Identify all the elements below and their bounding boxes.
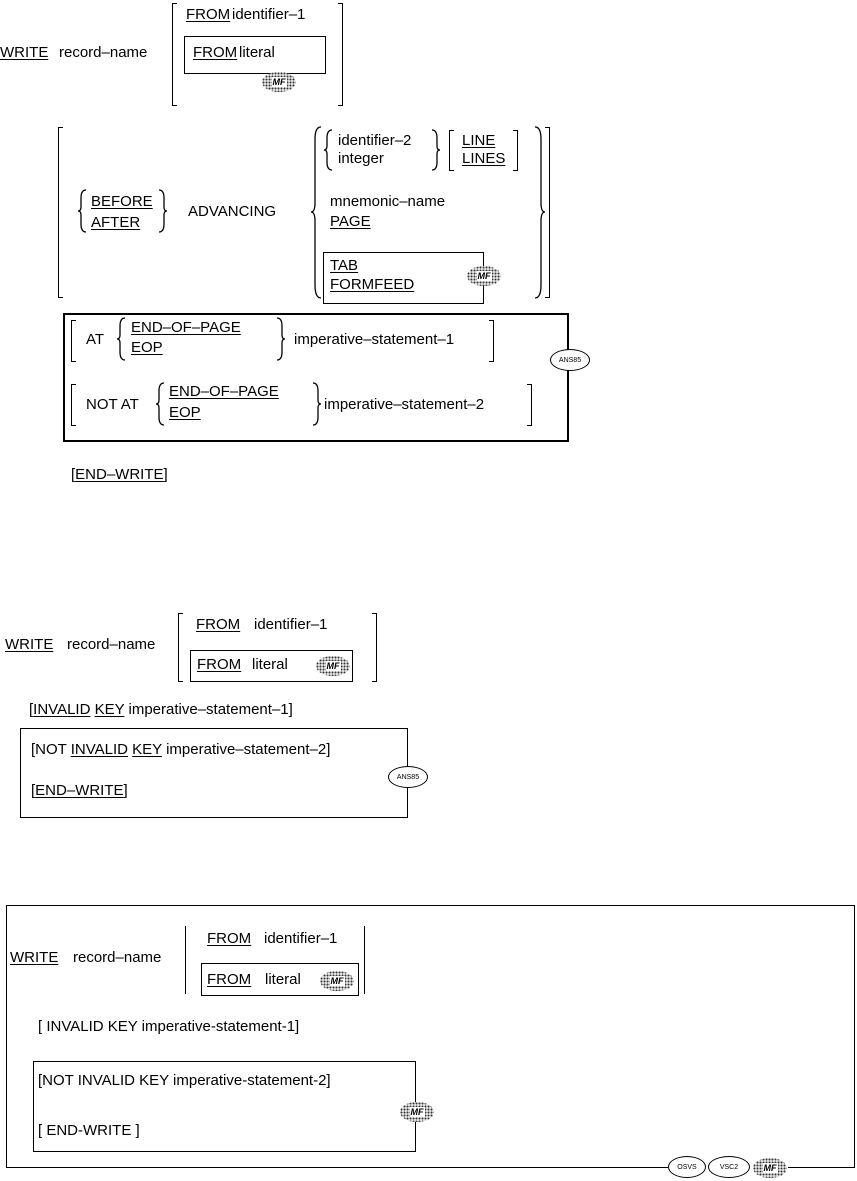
formfeed-keyword: FORMFEED <box>330 276 415 293</box>
identifier-1: identifier–1 <box>254 616 328 633</box>
from-keyword: FROM <box>197 656 242 673</box>
identifier-2: identifier–2 <box>338 132 412 149</box>
end-write-keyword: END–WRITE <box>35 782 124 799</box>
vsc2-badge: VSC2 <box>708 1156 750 1178</box>
right-bar <box>364 926 365 994</box>
outer-box-bottom <box>6 1167 668 1168</box>
literal: literal <box>252 656 288 673</box>
not-at-keyword: NOT AT <box>86 396 139 413</box>
ans85-badge: ANS85 <box>550 349 590 371</box>
literal: literal <box>265 971 301 988</box>
outer-box-top <box>6 905 855 906</box>
left-bracket <box>71 384 76 426</box>
end-write-keyword: END–WRITE <box>75 466 164 483</box>
right-bracket <box>372 613 377 682</box>
not-keyword: NOT <box>35 741 67 758</box>
left-bracket <box>178 613 183 682</box>
end-write-clause: [END–WRITE] <box>71 466 168 483</box>
from-keyword: FROM <box>207 971 252 988</box>
left-brace <box>77 189 87 233</box>
right-brace <box>431 129 441 171</box>
from-literal-box <box>190 650 353 682</box>
left-bar <box>185 926 186 994</box>
from-keyword: FROM <box>186 6 231 23</box>
right-brace <box>534 126 546 299</box>
from-keyword: FROM <box>207 930 252 947</box>
from-keyword: FROM <box>193 44 238 61</box>
left-bracket <box>449 130 454 171</box>
left-bracket <box>172 3 177 106</box>
mf-badge: MF <box>467 266 501 286</box>
invalid-keyword: INVALID <box>70 741 128 758</box>
left-brace <box>155 382 165 426</box>
invalid-key-clause: [INVALID KEY imperative–statement–1] <box>29 701 293 718</box>
identifier-1: identifier–1 <box>232 6 306 23</box>
left-brace <box>310 126 322 299</box>
invalid-keyword: INVALID <box>33 701 91 718</box>
right-bracket <box>489 320 494 362</box>
left-brace <box>323 129 333 171</box>
outer-box-bottom <box>788 1167 855 1168</box>
write-keyword: WRITE <box>10 949 59 966</box>
eop-keyword: EOP <box>169 404 201 421</box>
key-keyword: KEY <box>132 741 162 758</box>
imperative-statement-2: imperative–statement–2 <box>324 396 485 413</box>
end-of-page-keyword: END–OF–PAGE <box>131 319 241 336</box>
write-keyword: WRITE <box>0 44 49 61</box>
right-bracket <box>513 130 518 171</box>
not-invalid-key-clause: [NOT INVALID KEY imperative–statement–2] <box>31 741 331 758</box>
end-write-clause: [ END-WRITE ] <box>38 1122 140 1139</box>
left-bracket <box>71 320 76 362</box>
record-name: record–name <box>73 949 162 966</box>
mf-badge: MF <box>400 1102 434 1122</box>
record-name: record–name <box>67 636 156 653</box>
record-name: record–name <box>59 44 148 61</box>
from-literal-box <box>184 36 326 74</box>
not-invalid-key-clause: [NOT INVALID KEY imperative-statement-2] <box>38 1072 331 1089</box>
from-keyword: FROM <box>196 616 241 633</box>
mf-badge: MF <box>753 1158 787 1178</box>
end-write-clause: [END–WRITE] <box>31 782 128 799</box>
right-bracket <box>527 384 532 426</box>
mf-badge: MF <box>320 971 354 991</box>
left-bracket <box>58 127 63 298</box>
page-keyword: PAGE <box>330 213 371 230</box>
write-keyword: WRITE <box>5 636 54 653</box>
line-keyword: LINE <box>462 132 496 149</box>
right-brace <box>276 317 286 361</box>
outer-box-left <box>6 905 7 1168</box>
imperative-statement-1: imperative–statement–1 <box>294 331 455 348</box>
right-bracket <box>338 3 343 106</box>
at-keyword: AT <box>86 331 105 348</box>
eop-keyword: EOP <box>131 339 163 356</box>
left-brace <box>116 317 126 361</box>
ans85-box <box>63 313 569 442</box>
right-brace <box>312 382 322 426</box>
mf-badge: MF <box>316 656 350 676</box>
after-keyword: AFTER <box>91 214 141 231</box>
imperative-statement-2: imperative–statement–2 <box>166 741 327 758</box>
right-brace <box>158 189 168 233</box>
literal: literal <box>239 44 275 61</box>
identifier-1: identifier–1 <box>264 930 338 947</box>
outer-box-right <box>854 905 855 1168</box>
advancing-keyword: ADVANCING <box>188 203 277 220</box>
tab-keyword: TAB <box>330 257 359 274</box>
key-keyword: KEY <box>94 701 125 718</box>
right-bracket <box>545 127 550 298</box>
imperative-statement-1: imperative–statement–1 <box>128 701 289 718</box>
mf-badge: MF <box>262 72 296 92</box>
mnemonic-name: mnemonic–name <box>330 193 446 210</box>
lines-keyword: LINES <box>462 150 506 167</box>
invalid-key-clause: [ INVALID KEY imperative-statement-1] <box>38 1018 300 1035</box>
integer: integer <box>338 150 384 167</box>
osvs-badge: OSVS <box>668 1156 706 1178</box>
end-of-page-keyword: END–OF–PAGE <box>169 383 279 400</box>
ans85-badge: ANS85 <box>388 766 428 788</box>
from-literal-box <box>201 963 359 996</box>
before-keyword: BEFORE <box>91 193 153 210</box>
